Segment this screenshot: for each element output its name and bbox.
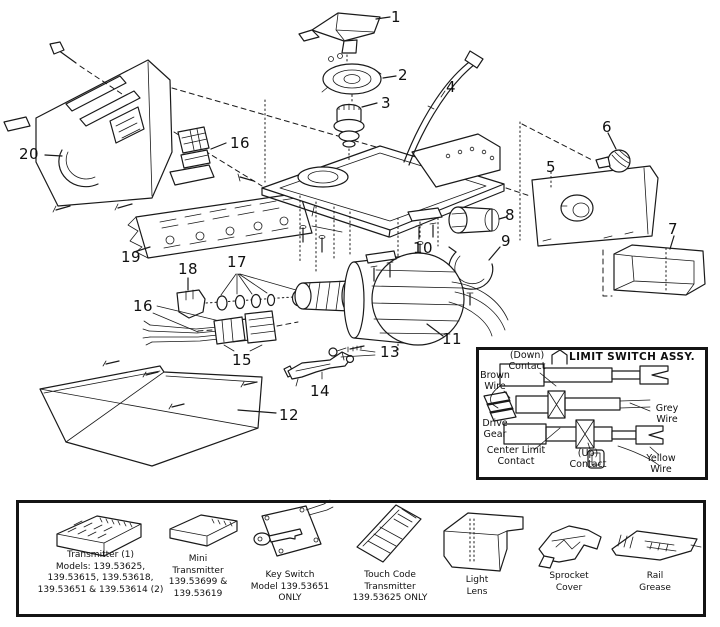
callout-12: 12 [278, 406, 300, 424]
part-5-side-panel [505, 121, 659, 247]
legend-touch-code-icon [356, 504, 422, 563]
part-15-switch-connector [197, 310, 299, 352]
callout-13: 13 [379, 343, 401, 361]
inset-title: LIMIT SWITCH ASSY. [569, 351, 695, 363]
callout-14: 14 [309, 382, 331, 400]
callout-16-left: 16 [132, 297, 154, 315]
inset-label-drive-gear: Drive Gear [482, 418, 508, 440]
limit-switch-diagram [483, 349, 669, 469]
callout-9: 9 [500, 232, 512, 250]
callout-17: 17 [226, 253, 248, 271]
inset-label-grey-wire: Grey Wire [655, 403, 679, 425]
legend-rail-grease-icon [611, 530, 702, 561]
part-10-bracket [407, 207, 443, 240]
part-11-motor-assembly [294, 250, 509, 346]
part-2-clamp-plate [321, 53, 397, 104]
part-6-lamp-socket [595, 132, 631, 173]
callout-6: 6 [601, 118, 613, 136]
part-7-lens-box [602, 235, 706, 297]
part-14-lamp-bracket [283, 351, 355, 387]
part-18-grommet [176, 277, 206, 319]
callout-4: 4 [445, 78, 457, 96]
callout-1: 1 [390, 8, 402, 26]
chassis-plate [237, 133, 505, 351]
callout-16-top: 16 [229, 134, 251, 152]
inset-label-yellow-wire: Yellow Wire [646, 453, 676, 475]
legend-frame [16, 500, 706, 617]
legend-label-transmitter: Transmitter (1) Models: 139.53625, 139.5… [37, 550, 164, 595]
legend-label-key-switch: Key Switch Model 139.53651 ONLY [250, 570, 330, 603]
callout-18: 18 [177, 260, 199, 278]
inset-label-brown-wire: Brown Wire [480, 370, 510, 392]
part-16-wire-harness-top [169, 99, 266, 186]
callout-10: 10 [412, 239, 434, 257]
inset-label-center-limit-contact: Center Limit Contact [486, 445, 546, 467]
callout-7: 7 [667, 220, 679, 238]
part-12-cover-tray [39, 360, 277, 467]
callout-15: 15 [231, 351, 253, 369]
legend-label-rail-grease: Rail Grease [639, 571, 671, 593]
part-4-bent-rod [403, 50, 484, 166]
callout-20: 20 [18, 145, 40, 163]
legend-mini-transmitter-icon [169, 514, 238, 547]
callout-8: 8 [504, 206, 516, 224]
legend-transmitter-icon [56, 515, 142, 557]
inset-label-down-contact: (Down) Contact [508, 350, 546, 372]
part-1-header-bracket [298, 12, 391, 65]
legend-sprocket-cover-icon [538, 525, 602, 569]
callout-2: 2 [397, 66, 409, 84]
legend-label-light-lens: Light Lens [465, 575, 489, 597]
legend-key-switch-icon [253, 499, 334, 557]
callout-19: 19 [120, 248, 142, 266]
part-3-drive-gear [333, 102, 378, 163]
callout-11: 11 [441, 330, 463, 348]
legend-label-sprocket-cover: Sprocket Cover [549, 571, 589, 593]
legend-label-touch-code: Touch Code Transmitter 139.53625 ONLY [352, 570, 428, 603]
callout-5: 5 [545, 158, 557, 176]
inset-label-up-contact: (Up) Contact [569, 448, 607, 470]
callout-3: 3 [380, 94, 392, 112]
part-13-fasteners [328, 345, 376, 358]
part-8-capacitor [448, 206, 507, 234]
part-20-end-panel [3, 41, 377, 213]
legend-light-lens-icon [443, 512, 524, 572]
legend-label-mini-transmitter: Mini Transmitter 139.53699 & 139.53619 [168, 554, 228, 599]
